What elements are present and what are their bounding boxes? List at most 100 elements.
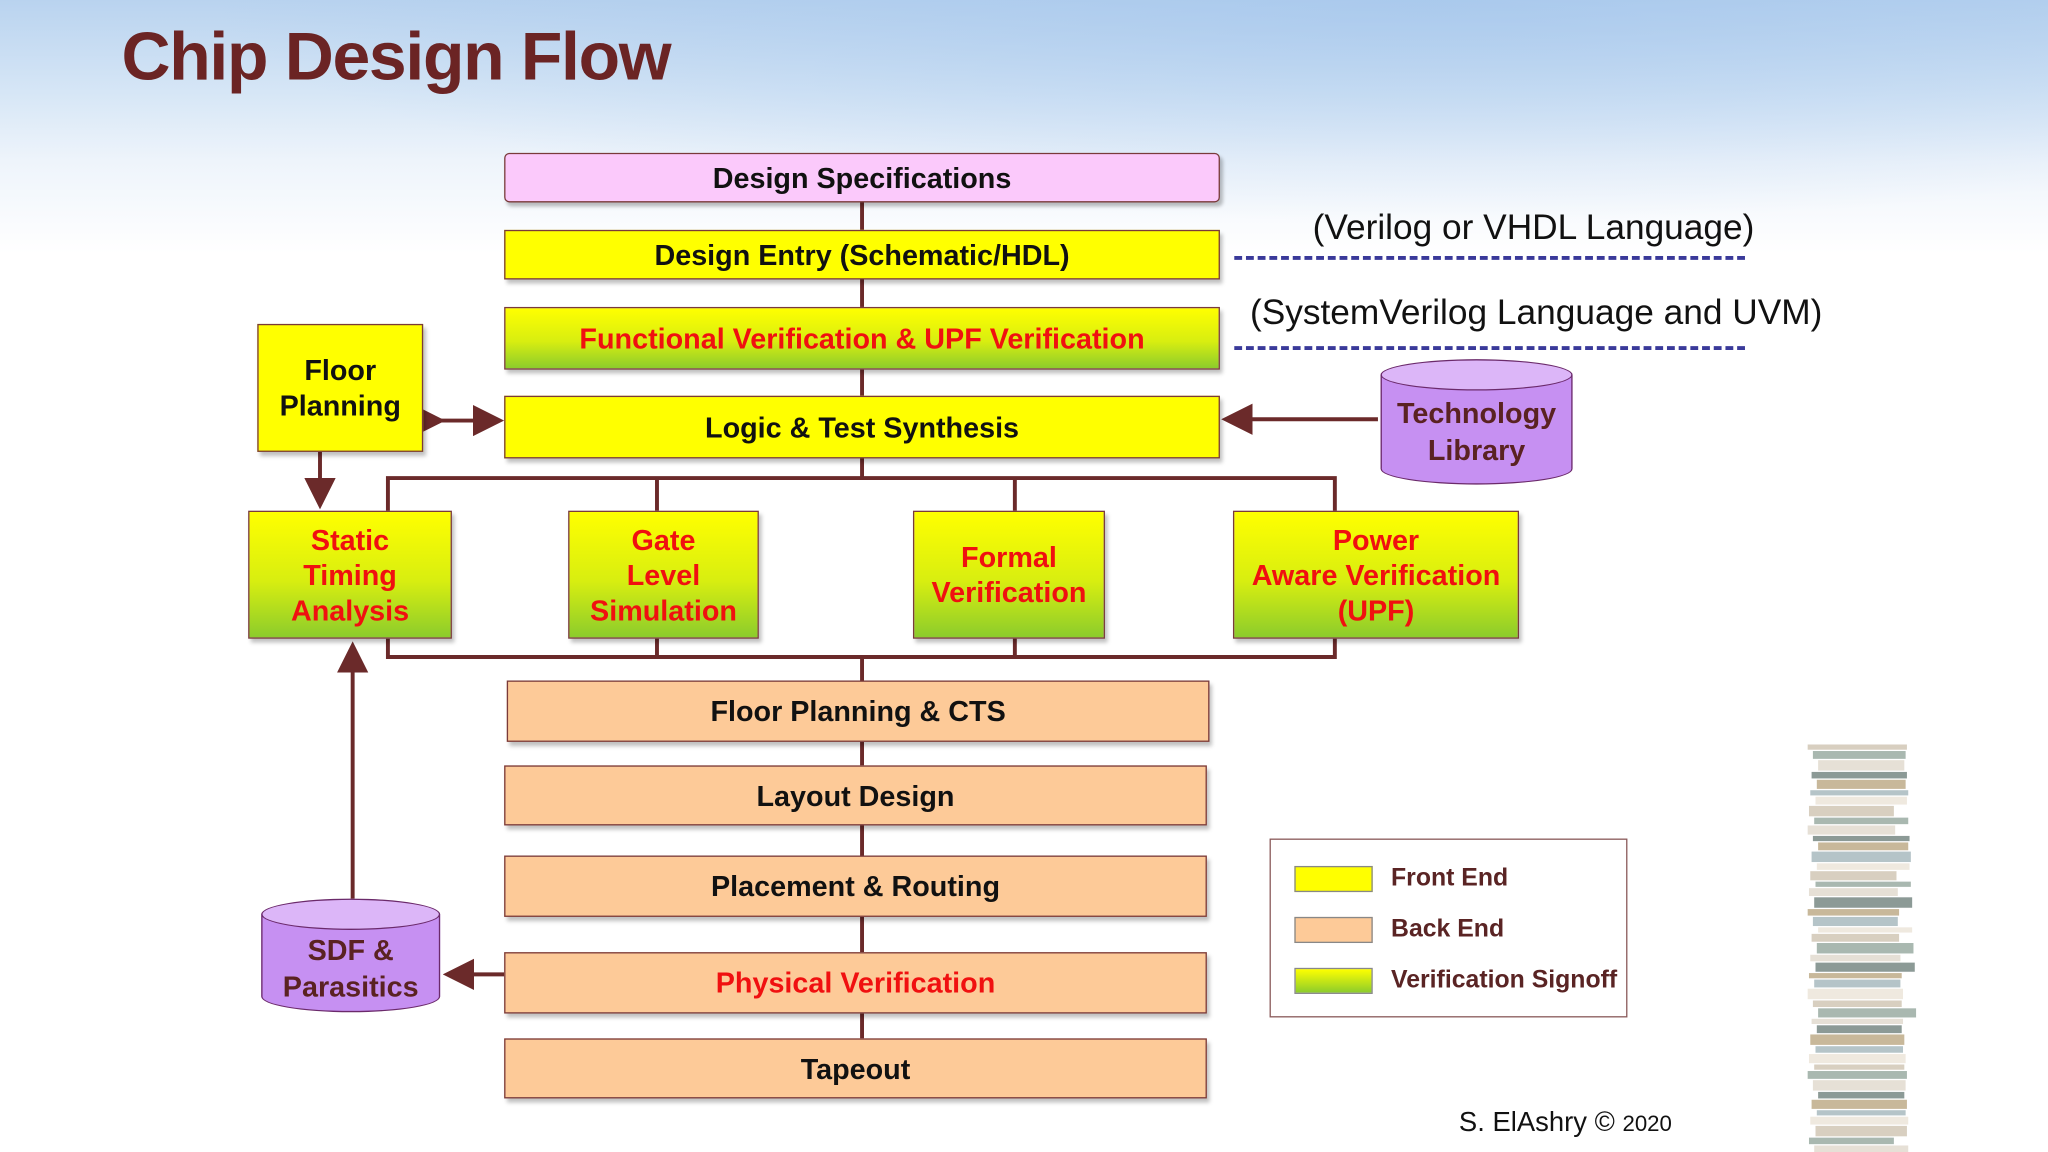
book <box>1811 851 1911 863</box>
box-label: Timing <box>303 558 397 592</box>
legend-item-verification-signoff: Verification Signoff <box>1294 967 1617 996</box>
box-label: Analysis <box>290 593 410 627</box>
functional-verification-box: Functional Verification & UPF Verificati… <box>504 306 1220 370</box>
book <box>1808 805 1894 817</box>
book <box>1811 1018 1904 1024</box>
box-label: Formal <box>961 540 1057 574</box>
legend-swatch <box>1294 967 1373 994</box>
book <box>1812 751 1906 759</box>
book <box>1807 825 1896 835</box>
book <box>1812 916 1898 927</box>
design-specifications-box: Design Specifications <box>504 152 1220 203</box>
bottom-bus <box>385 638 1337 659</box>
box-label: Static <box>310 523 390 556</box>
legend-item-front-end: Front End <box>1294 865 1508 894</box>
top-bus <box>385 476 1337 511</box>
book <box>1808 888 1898 896</box>
box-label: Planning <box>279 389 401 422</box>
slide-title: Chip Design Flow <box>121 19 671 96</box>
box-label: Functional Verification & UPF Verificati… <box>579 321 1145 355</box>
box-label: (UPF) <box>1337 593 1415 627</box>
book <box>1815 1125 1907 1137</box>
book <box>1816 943 1914 954</box>
book <box>1814 897 1913 908</box>
hdl-note: (Verilog or VHDL Language) <box>1312 207 1755 247</box>
dashed-line <box>1234 255 1745 260</box>
book <box>1807 909 1900 916</box>
book <box>1815 962 1915 972</box>
credit-author: S. ElAshry <box>1458 1107 1587 1138</box>
copyright-symbol: © <box>1594 1107 1615 1138</box>
box-label: Floor Planning & CTS <box>710 694 1006 728</box>
box-label: Logic & Test Synthesis <box>705 410 1020 444</box>
book <box>1810 871 1897 881</box>
tapeout-box: Tapeout <box>504 1038 1207 1099</box>
credit-year: 2020 <box>1622 1111 1672 1137</box>
book <box>1811 933 1900 942</box>
book <box>1816 1110 1906 1116</box>
book <box>1810 790 1909 796</box>
box-label: Physical Verification <box>715 966 996 1000</box>
book <box>1812 1080 1906 1091</box>
book <box>1814 1145 1909 1152</box>
book <box>1816 863 1910 870</box>
book <box>1808 1054 1906 1064</box>
floor-planning-cts-box: Floor Planning & CTS <box>506 680 1210 742</box>
book <box>1814 817 1909 825</box>
book <box>1814 1064 1905 1070</box>
legend-label: Verification Signoff <box>1391 966 1618 994</box>
cylinder-label: Technology <box>1396 397 1557 430</box>
book <box>1816 779 1906 789</box>
credit: S. ElAshry © 2020 <box>1459 1108 1672 1139</box>
legend-swatch <box>1294 865 1373 893</box>
legend-item-back-end: Back End <box>1294 916 1504 945</box>
box-label: Placement & Routing <box>711 869 1000 903</box>
book-stack-icon <box>1807 744 1917 1152</box>
book <box>1807 1071 1907 1079</box>
verification-note: (SystemVerilog Language and UVM) <box>1249 292 1823 332</box>
book <box>1812 1000 1902 1008</box>
cylinder-label: Parasitics <box>282 970 419 1004</box>
design-entry-box: Design Entry (Schematic/HDL) <box>504 229 1220 280</box>
placement-routing-box: Placement & Routing <box>504 855 1207 917</box>
legend-label: Front End <box>1391 864 1509 893</box>
book <box>1818 1091 1905 1099</box>
legend-label: Back End <box>1391 915 1505 944</box>
book <box>1818 927 1913 933</box>
legend-swatch <box>1294 916 1373 944</box>
box-label: Level <box>626 558 701 592</box>
book <box>1818 1008 1917 1018</box>
cylinder-label: Library <box>1427 433 1526 467</box>
book <box>1807 988 1904 1000</box>
box-label: Floor <box>304 353 377 387</box>
book <box>1808 1137 1894 1145</box>
box-label: Aware Verification <box>1251 558 1501 592</box>
book <box>1811 771 1907 779</box>
sdf-parasitics-cylinder: SDF &Parasitics <box>261 898 441 1013</box>
physical-verification-box: Physical Verification <box>504 952 1207 1014</box>
sky-background <box>0 0 2048 262</box>
book <box>1810 954 1901 962</box>
book <box>1811 1099 1907 1109</box>
book <box>1808 973 1902 979</box>
book <box>1814 979 1901 988</box>
legend: Front End Back End Verification Signoff <box>1269 838 1628 1018</box>
layout-design-box: Layout Design <box>504 765 1207 826</box>
box-label: Gate <box>631 523 696 556</box>
book <box>1812 835 1910 842</box>
book <box>1807 744 1907 750</box>
book <box>1810 1116 1909 1125</box>
cylinder-label: SDF & <box>307 933 394 967</box>
dashed-line <box>1234 346 1745 351</box>
box-label: Verification <box>931 575 1087 609</box>
book <box>1815 796 1907 805</box>
box-label: Tapeout <box>800 1052 911 1085</box>
book <box>1810 1034 1905 1045</box>
